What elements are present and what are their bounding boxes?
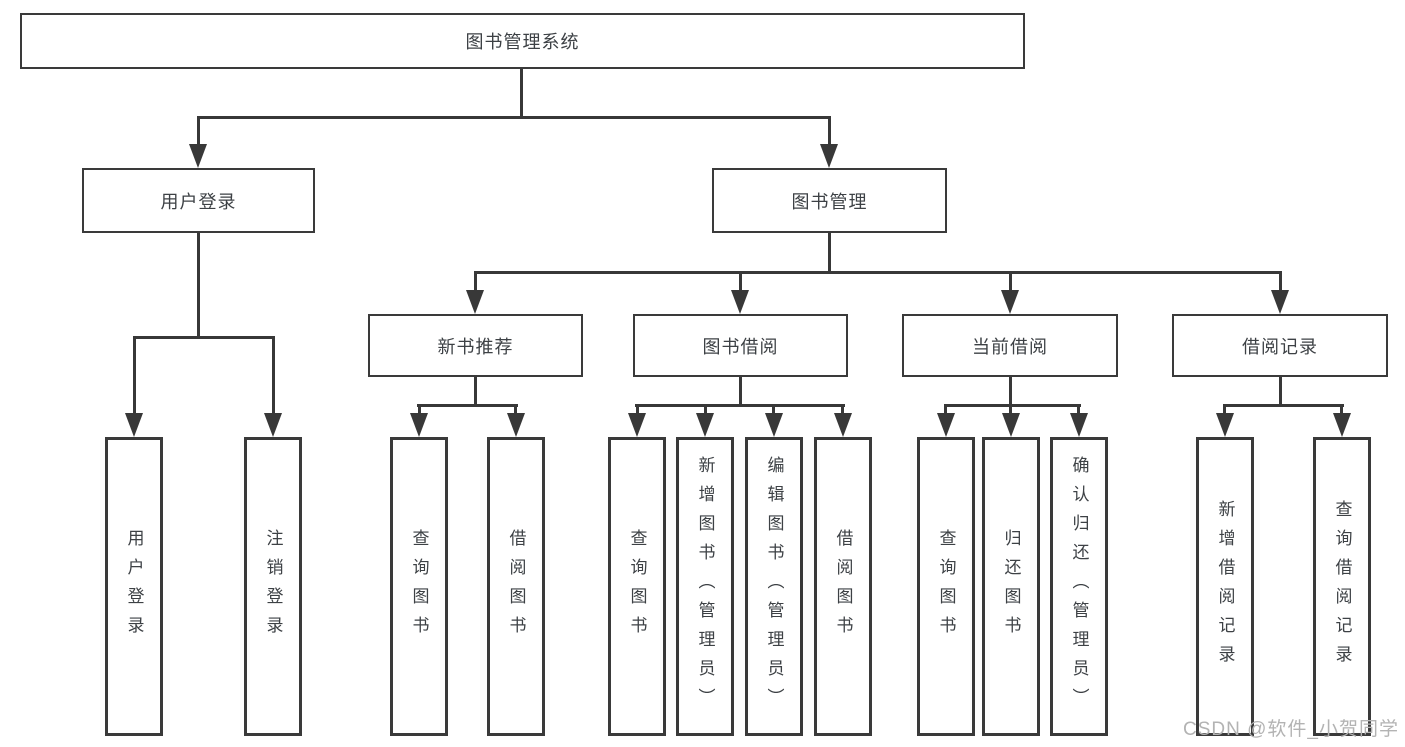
node-label: 图书借阅	[702, 336, 779, 357]
node-label: 查询图书	[409, 528, 429, 645]
node-label: 确认归还（管理员）	[1069, 456, 1089, 717]
leaf-borrow-books-borrowing: 借阅图书	[814, 437, 872, 736]
node-label: 用户登录	[160, 191, 237, 212]
connector-line	[635, 404, 845, 407]
arrowhead-down-icon	[765, 413, 783, 437]
arrowhead-down-icon	[264, 413, 282, 437]
node-current-borrowing: 当前借阅	[902, 314, 1118, 377]
connector-line	[772, 404, 775, 418]
connector-line	[739, 377, 742, 407]
node-label: 借阅图书	[506, 528, 526, 645]
connector-line	[474, 271, 1282, 274]
leaf-user-login: 用户登录	[105, 437, 163, 736]
arrowhead-down-icon	[1333, 413, 1351, 437]
arrowhead-down-icon	[507, 413, 525, 437]
leaf-borrow-books-newbooks: 借阅图书	[487, 437, 545, 736]
connector-line	[739, 271, 742, 293]
node-label: 新增图书（管理员）	[695, 456, 715, 717]
node-label: 图书管理	[791, 191, 868, 212]
node-book-management: 图书管理	[712, 168, 947, 233]
connector-line	[514, 404, 517, 418]
connector-line	[474, 377, 477, 407]
leaf-edit-books-admin: 编辑图书（管理员）	[745, 437, 803, 736]
node-label: 用户登录	[124, 528, 144, 645]
connector-line	[944, 404, 1081, 407]
arrowhead-down-icon	[1271, 290, 1289, 314]
node-label: 图书管理系统	[465, 32, 580, 52]
arrowhead-down-icon	[1001, 290, 1019, 314]
node-label: 查询借阅记录	[1332, 499, 1352, 674]
connector-line	[520, 69, 523, 117]
leaf-logout: 注销登录	[244, 437, 302, 736]
node-user-login: 用户登录	[82, 168, 315, 233]
node-label: 查询图书	[627, 528, 647, 645]
connector-line	[636, 404, 639, 418]
node-label: 归还图书	[1001, 528, 1021, 645]
connector-line	[1009, 271, 1012, 293]
arrowhead-down-icon	[1002, 413, 1020, 437]
arrowhead-down-icon	[410, 413, 428, 437]
connector-line	[1009, 377, 1012, 407]
leaf-query-books-newbooks: 查询图书	[390, 437, 448, 736]
node-label: 查询图书	[936, 528, 956, 645]
connector-line	[1223, 404, 1344, 407]
leaf-query-books-current: 查询图书	[917, 437, 975, 736]
arrowhead-down-icon	[834, 413, 852, 437]
node-borrowing-records: 借阅记录	[1172, 314, 1388, 377]
connector-line	[133, 336, 136, 416]
connector-line	[418, 404, 421, 418]
csdn-watermark: CSDN @软件_小贺同学	[1183, 719, 1399, 740]
node-book-borrowing: 图书借阅	[633, 314, 848, 377]
connector-line	[417, 404, 518, 407]
leaf-add-borrow-record: 新增借阅记录	[1196, 437, 1254, 736]
node-new-book-recommendation: 新书推荐	[368, 314, 583, 377]
arrowhead-down-icon	[937, 413, 955, 437]
node-library-management-system: 图书管理系统	[20, 13, 1025, 69]
connector-line	[841, 404, 844, 418]
arrowhead-down-icon	[696, 413, 714, 437]
node-label: 注销登录	[263, 528, 283, 645]
arrowhead-down-icon	[1216, 413, 1234, 437]
connector-line	[828, 116, 831, 148]
connector-line	[1077, 404, 1080, 418]
node-label: 新增借阅记录	[1215, 499, 1235, 674]
leaf-query-borrow-record: 查询借阅记录	[1313, 437, 1371, 736]
connector-line	[1279, 271, 1282, 293]
connector-line	[474, 271, 477, 293]
leaf-confirm-return-admin: 确认归还（管理员）	[1050, 437, 1108, 736]
connector-line	[944, 404, 947, 418]
leaf-add-books-admin: 新增图书（管理员）	[676, 437, 734, 736]
node-label: 编辑图书（管理员）	[764, 456, 784, 717]
connector-line	[1340, 404, 1343, 418]
node-label: 新书推荐	[437, 336, 514, 357]
connector-line	[828, 233, 831, 274]
arrowhead-down-icon	[820, 144, 838, 168]
connector-line	[1223, 404, 1226, 418]
node-label: 借阅记录	[1242, 336, 1318, 357]
connector-line	[272, 336, 275, 416]
connector-line	[133, 336, 275, 339]
leaf-return-books: 归还图书	[982, 437, 1040, 736]
connector-line	[704, 404, 707, 418]
arrowhead-down-icon	[731, 290, 749, 314]
arrowhead-down-icon	[466, 290, 484, 314]
arrowhead-down-icon	[189, 144, 207, 168]
connector-line	[197, 116, 200, 148]
node-label: 当前借阅	[972, 336, 1048, 357]
node-label: 借阅图书	[833, 528, 853, 645]
connector-line	[197, 233, 200, 339]
arrowhead-down-icon	[1070, 413, 1088, 437]
connector-line	[1279, 377, 1282, 407]
arrowhead-down-icon	[628, 413, 646, 437]
leaf-query-books-borrowing: 查询图书	[608, 437, 666, 736]
arrowhead-down-icon	[125, 413, 143, 437]
connector-line	[197, 116, 831, 119]
connector-line	[1009, 404, 1012, 418]
